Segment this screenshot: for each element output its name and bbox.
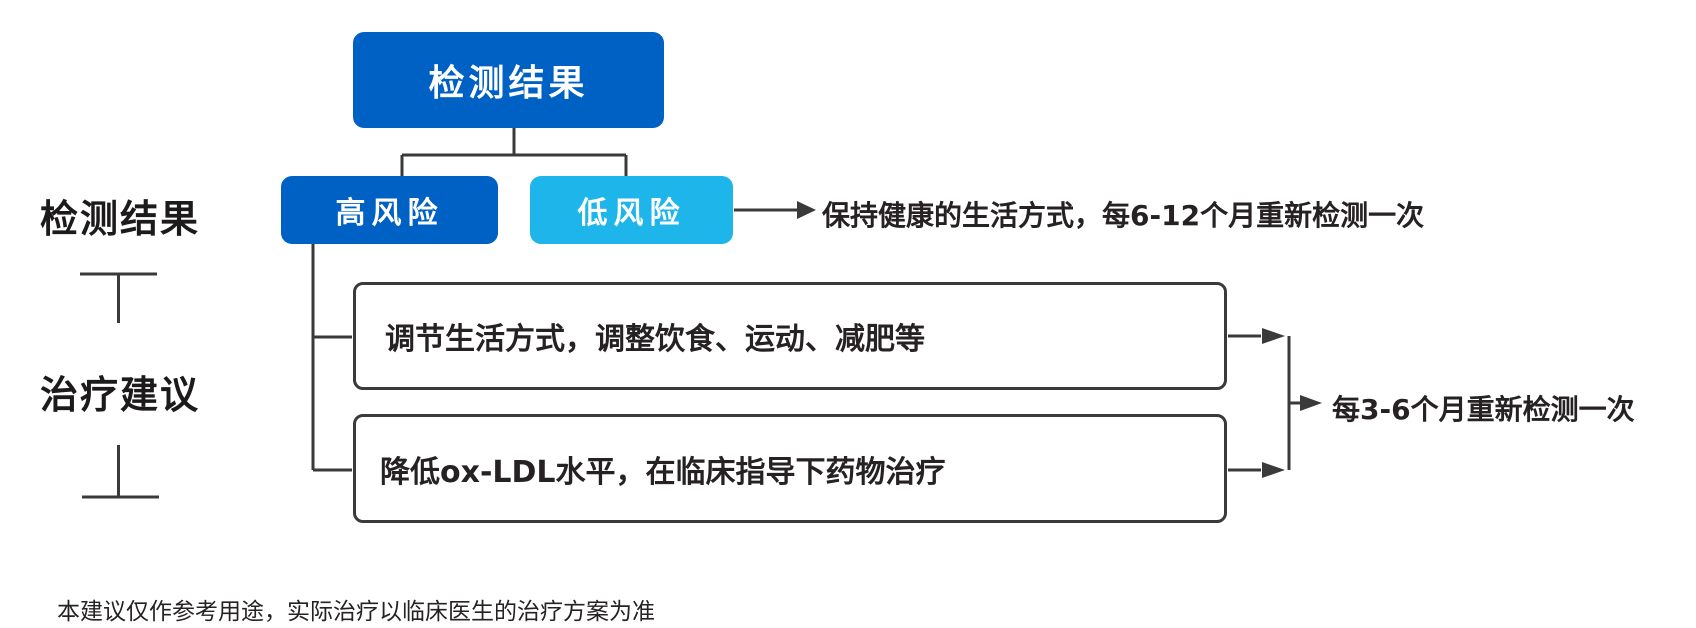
bracket-top-icon: [80, 272, 157, 323]
node-low-risk: 低风险: [530, 176, 733, 244]
treatment-box-lifestyle: 调节生活方式，调整饮食、运动、减肥等: [353, 282, 1227, 390]
merge-connector: [1228, 328, 1322, 478]
root-branch-connector: [400, 128, 628, 177]
node-test-result: 检测结果: [353, 32, 664, 128]
arrow-right-icon: [1300, 395, 1322, 411]
row-label-treatment: 治疗建议: [39, 373, 200, 417]
node-low-risk-label: 低风险: [577, 196, 686, 231]
treatment-box-medication: 降低ox-LDL水平，在临床指导下药物治疗: [353, 414, 1227, 523]
low-risk-arrow: [734, 201, 816, 219]
arrow-right-icon: [1262, 462, 1285, 478]
high-risk-branch-connector: [311, 243, 352, 472]
arrow-right-icon: [1262, 328, 1285, 344]
treatment-box-lifestyle-text: 调节生活方式，调整饮食、运动、减肥等: [385, 322, 925, 357]
row-label-detection: 检测结果: [39, 197, 200, 241]
node-test-result-label: 检测结果: [428, 63, 589, 104]
low-risk-advice-text: 保持健康的生活方式，每6-12个月重新检测一次: [822, 199, 1425, 232]
footnote-text: 本建议仅作参考用途，实际治疗以临床医生的治疗方案为准: [57, 599, 655, 625]
arrow-right-icon: [797, 201, 816, 219]
node-high-risk: 高风险: [281, 176, 498, 244]
bracket-bottom-icon: [82, 445, 159, 499]
node-high-risk-label: 高风险: [335, 196, 444, 231]
followup-text: 每3-6个月重新检测一次: [1332, 393, 1635, 426]
treatment-box-medication-text: 降低ox-LDL水平，在临床指导下药物治疗: [380, 454, 946, 490]
